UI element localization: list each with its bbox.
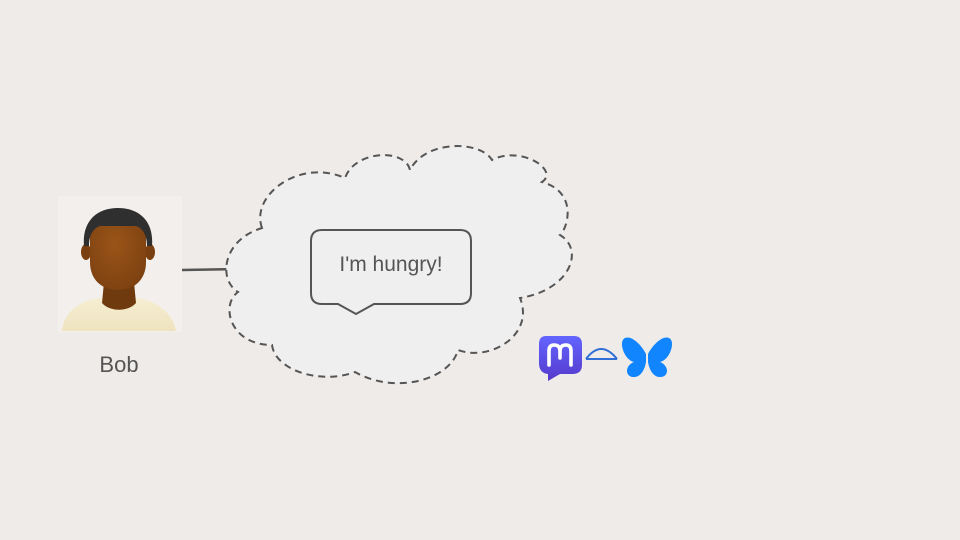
person-avatar [58,196,182,332]
avatar-hair [83,208,153,246]
avatar-shirt [62,298,176,331]
speech-bubble [310,229,472,316]
mastodon-icon [539,336,582,381]
bridge-arc-icon [585,348,618,360]
bluesky-butterfly-icon [621,337,673,378]
speech-bubble-text: I'm hungry! [339,253,443,276]
avatar-right-ear [145,244,155,260]
person-name-label: Bob [99,352,139,377]
bridge-icons [539,336,673,381]
avatar-face [90,214,146,290]
avatar-left-ear [81,244,91,260]
